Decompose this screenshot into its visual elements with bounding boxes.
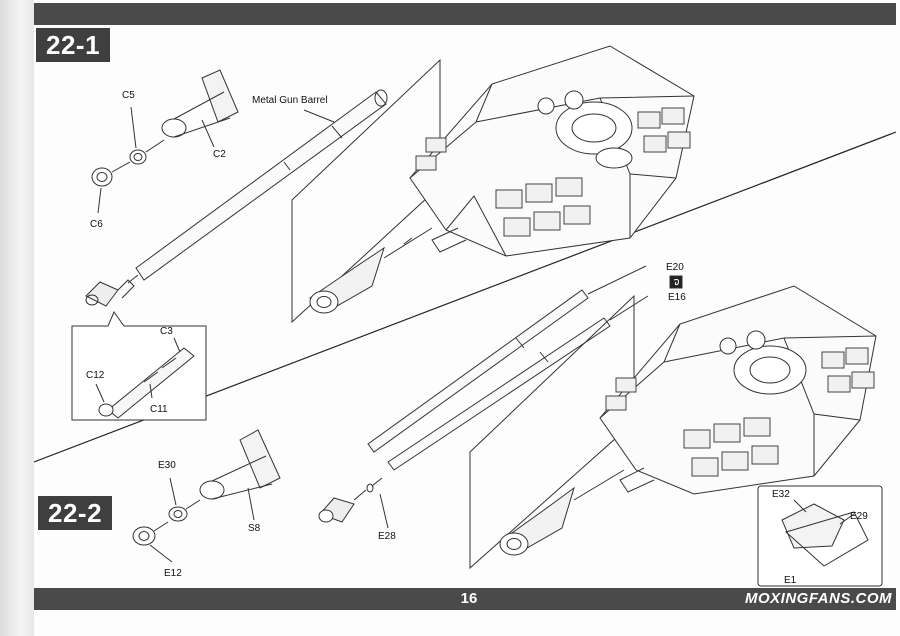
label-c2: C2: [213, 149, 226, 160]
step2-e20-optional-icon: [669, 275, 683, 289]
label-e16: E16: [668, 292, 686, 303]
label-e28: E28: [378, 531, 396, 542]
step1-metal-gun-barrel: [85, 89, 388, 307]
step1-turret-panel: [291, 45, 695, 324]
step-22-1-badge: 22-1: [36, 28, 111, 62]
step2-turret-panel: [469, 285, 877, 570]
label-metal-gun-barrel: Metal Gun Barrel: [252, 95, 328, 106]
step1-muzzle-brake-parts: [91, 69, 239, 214]
label-c3: C3: [160, 326, 173, 337]
label-c6: C6: [90, 219, 103, 230]
label-s8: S8: [248, 523, 261, 534]
label-e1: E1: [784, 575, 797, 586]
step2-inset-box: [757, 485, 883, 587]
page-number: 16: [460, 590, 478, 607]
binding-spine: [0, 0, 34, 636]
label-e30: E30: [158, 460, 176, 471]
label-e20: E20: [666, 262, 684, 273]
step1-inset-box: [71, 310, 207, 421]
bottom-bar: [34, 588, 896, 610]
watermark: MOXINGFANS.COM: [744, 590, 892, 607]
label-c12: C12: [86, 370, 105, 381]
step2-barrels: [318, 265, 649, 529]
step-22-2-badge: 22-2: [38, 496, 113, 530]
label-e32: E32: [772, 489, 790, 500]
label-e29: E29: [850, 511, 868, 522]
top-bar: [34, 3, 896, 25]
instruction-page: 22-1: [34, 0, 900, 636]
label-c5: C5: [122, 90, 135, 101]
assembly-diagram: [34, 45, 897, 587]
label-c11: C11: [150, 404, 168, 415]
label-e12: E12: [164, 568, 182, 579]
step2-muzzle-brake-parts: [132, 429, 281, 563]
